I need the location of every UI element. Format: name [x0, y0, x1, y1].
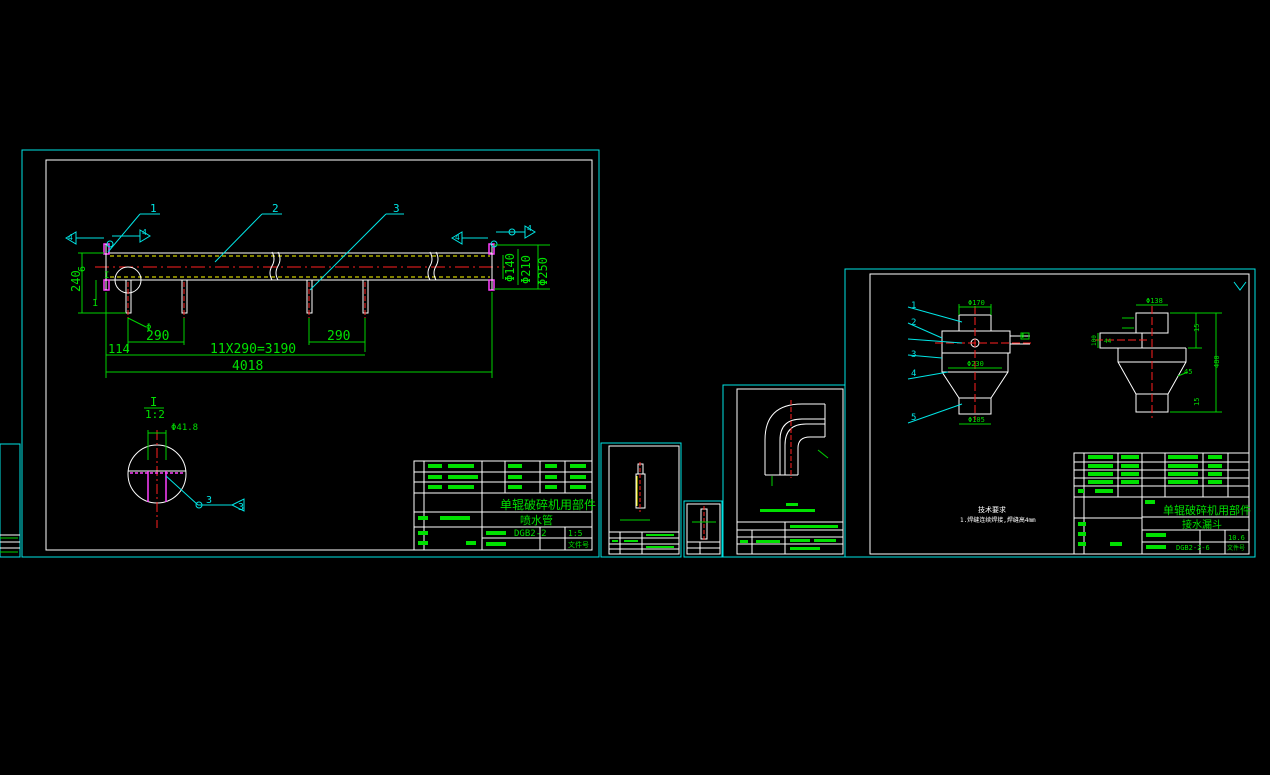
- pipe-elevation-view: [95, 243, 505, 318]
- svg-text:单辊破碎机用部件: 单辊破碎机用部件: [500, 497, 596, 512]
- svg-text:290: 290: [327, 329, 350, 344]
- sheet4-balloons: 1 2 3 4 5: [907, 301, 963, 424]
- svg-text:Φ138: Φ138: [1146, 297, 1163, 305]
- svg-text:44: 44: [1104, 338, 1112, 345]
- svg-text:3: 3: [238, 502, 244, 513]
- svg-text:5: 5: [911, 413, 916, 423]
- sheet-small-part-b: [683, 500, 723, 558]
- hopper-front-view: Φ170 Φ230 Φ105 Φ: [935, 299, 1032, 425]
- svg-text:15: 15: [1193, 398, 1201, 406]
- svg-text:喷水管: 喷水管: [520, 513, 553, 527]
- detail-view-i: I 1:2 Φ41.8 3 3: [127, 395, 245, 528]
- svg-text:4: 4: [911, 369, 916, 379]
- svg-text:2: 2: [911, 318, 916, 328]
- svg-text:3: 3: [911, 350, 916, 360]
- svg-text:Φ230: Φ230: [967, 360, 984, 368]
- svg-text:DGB2-2: DGB2-2: [514, 529, 547, 539]
- svg-text:Φ41.8: Φ41.8: [171, 423, 198, 433]
- svg-text:45: 45: [1184, 368, 1192, 376]
- svg-text:1: 1: [150, 202, 157, 215]
- svg-text:10.6: 10.6: [1228, 534, 1245, 542]
- svg-text:15: 15: [1193, 324, 1201, 332]
- svg-text:DGB2-2-6: DGB2-2-6: [1176, 544, 1210, 552]
- svg-text:I: I: [104, 271, 109, 281]
- svg-text:240: 240: [69, 270, 83, 292]
- svg-text:4: 4: [455, 233, 460, 242]
- svg-text:文件号: 文件号: [568, 540, 589, 549]
- sheet1-balloons: 1 2 3: [107, 202, 404, 291]
- svg-text:Φ105: Φ105: [968, 416, 985, 424]
- svg-text:11X290=3190: 11X290=3190: [210, 342, 296, 357]
- sheet-spray-pipe: 1 2 3 4 4 4 4: [21, 149, 600, 558]
- svg-text:1.焊缝连续焊接,焊缝高4mm: 1.焊缝连续焊接,焊缝高4mm: [960, 516, 1036, 524]
- svg-text:4018: 4018: [232, 359, 263, 374]
- svg-text:6: 6: [77, 266, 88, 272]
- sheet1-dimensions: 240 6 1 Φ140 Φ210 Φ250 290: [69, 244, 550, 378]
- sheet4-tech-note: 技术要求 1.焊缝连续焊接,焊缝高4mm: [960, 505, 1036, 524]
- svg-text:技术要求: 技术要求: [978, 505, 1006, 514]
- svg-text:2: 2: [272, 202, 279, 215]
- sheet1-weld-symbols: 4 4 4 4: [65, 224, 536, 248]
- sheet-left-edge: [0, 443, 21, 558]
- svg-text:1: 1: [92, 298, 98, 309]
- svg-text:1:2: 1:2: [145, 408, 165, 421]
- sheet4-title-block: 单辊破碎机用部件 接水漏斗 DGB2-2-6 10.6 文件号: [1073, 452, 1251, 555]
- sheet-elbow: [722, 384, 846, 558]
- hopper-side-view: Φ138 15 15 480 45 100 44: [1091, 297, 1222, 418]
- svg-text:114: 114: [108, 342, 130, 356]
- svg-text:Φ250: Φ250: [536, 257, 550, 286]
- svg-text:4: 4: [68, 233, 73, 242]
- svg-text:3: 3: [206, 495, 212, 506]
- sheet1-inner-frame: [45, 159, 593, 551]
- svg-text:Φ210: Φ210: [519, 255, 533, 284]
- svg-text:Φ140: Φ140: [503, 253, 517, 282]
- sheet1-title-block: 单辊破碎机用部件 喷水管 DGB2-2 1:5 文件号: [413, 460, 596, 551]
- svg-text:3: 3: [393, 202, 400, 215]
- svg-text:4: 4: [527, 224, 532, 233]
- svg-text:100: 100: [1091, 335, 1098, 346]
- sheet-small-part-a: [600, 442, 682, 558]
- sheet4-outer-frame: [844, 268, 1256, 558]
- svg-text:1:5: 1:5: [568, 529, 583, 538]
- svg-text:4: 4: [142, 228, 147, 237]
- sheet1-outer-frame: [21, 149, 600, 558]
- svg-text:接水漏斗: 接水漏斗: [1182, 518, 1222, 531]
- svg-text:Φ: Φ: [1021, 333, 1025, 340]
- svg-text:480: 480: [1213, 355, 1221, 368]
- svg-text:文件号: 文件号: [1227, 544, 1245, 552]
- svg-text:Φ170: Φ170: [968, 299, 985, 307]
- svg-text:1: 1: [911, 301, 916, 311]
- svg-text:单辊破碎机用部件: 单辊破碎机用部件: [1163, 503, 1251, 517]
- svg-text:I: I: [150, 395, 157, 409]
- sheet4-inner-frame: [869, 273, 1250, 555]
- sheet-water-hopper: Φ170 Φ230 Φ105 Φ 1 2 3 4 5: [844, 268, 1256, 558]
- svg-text:Φ: Φ: [146, 323, 151, 333]
- svg-text:290: 290: [146, 329, 169, 344]
